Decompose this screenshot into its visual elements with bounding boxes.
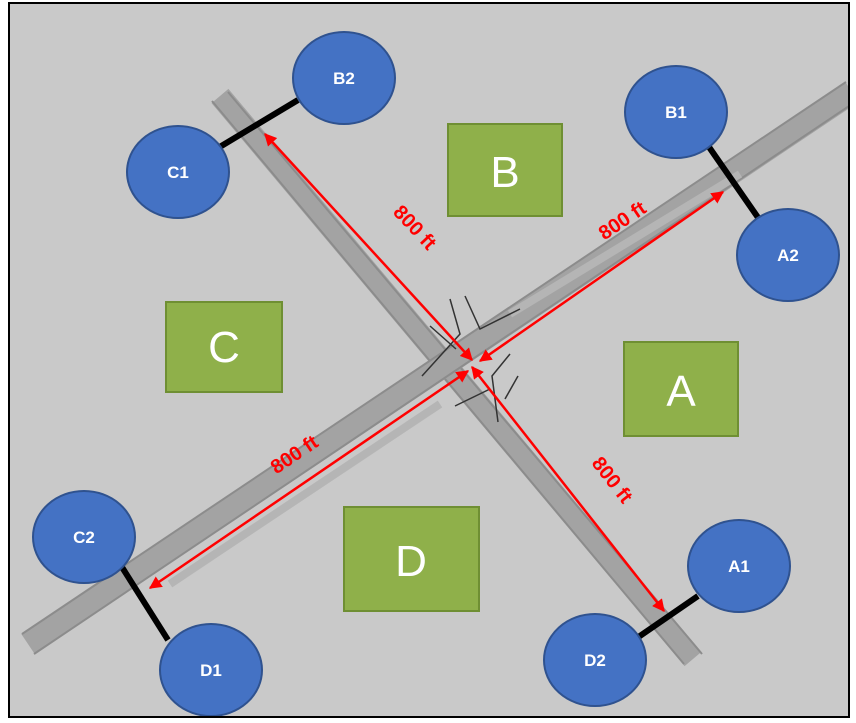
quadrant-c-label: C <box>208 323 240 372</box>
quadrant-b: B <box>447 123 563 217</box>
node-b2: B2 <box>292 31 396 125</box>
node-links <box>117 97 762 642</box>
link-d2-a1 <box>635 593 700 641</box>
diagram-frame: A B C D 800 ft 800 ft 800 ft 800 ft <box>8 2 850 718</box>
node-a1-label: A1 <box>728 557 750 576</box>
node-d2-label: D2 <box>584 651 606 670</box>
node-a2: A2 <box>736 208 840 302</box>
quadrant-d: D <box>343 506 480 612</box>
distance-label-upper-left: 800 ft <box>389 201 441 254</box>
intersection-diagram: A B C D 800 ft 800 ft 800 ft 800 ft <box>21 31 848 716</box>
link-b1-a2 <box>706 145 762 221</box>
node-d1: D1 <box>159 623 263 716</box>
link-c2-d1 <box>117 562 171 642</box>
arrow-lower-left <box>148 369 470 590</box>
distance-arrows <box>148 133 725 612</box>
node-b1: B1 <box>624 65 728 159</box>
node-c1: C1 <box>126 125 230 219</box>
node-c1-label: C1 <box>167 163 189 182</box>
node-b1-label: B1 <box>665 103 687 122</box>
arrow-lower-right <box>471 366 665 612</box>
quadrant-d-label: D <box>395 537 427 586</box>
distance-label-lower-right: 800 ft <box>587 453 637 508</box>
quadrant-b-label: B <box>490 148 519 197</box>
quadrant-c: C <box>165 301 283 393</box>
node-d2: D2 <box>543 613 647 707</box>
node-a2-label: A2 <box>777 246 799 265</box>
node-c2-label: C2 <box>73 528 95 547</box>
arrow-upper-right <box>478 190 725 363</box>
arrow-upper-left <box>264 133 473 361</box>
quadrant-a: A <box>623 341 739 437</box>
node-d1-label: D1 <box>200 661 222 680</box>
node-a1: A1 <box>687 519 791 613</box>
node-b2-label: B2 <box>333 69 355 88</box>
quadrant-a-label: A <box>666 367 696 416</box>
link-c1-b2 <box>216 97 300 151</box>
node-c2: C2 <box>32 490 136 584</box>
